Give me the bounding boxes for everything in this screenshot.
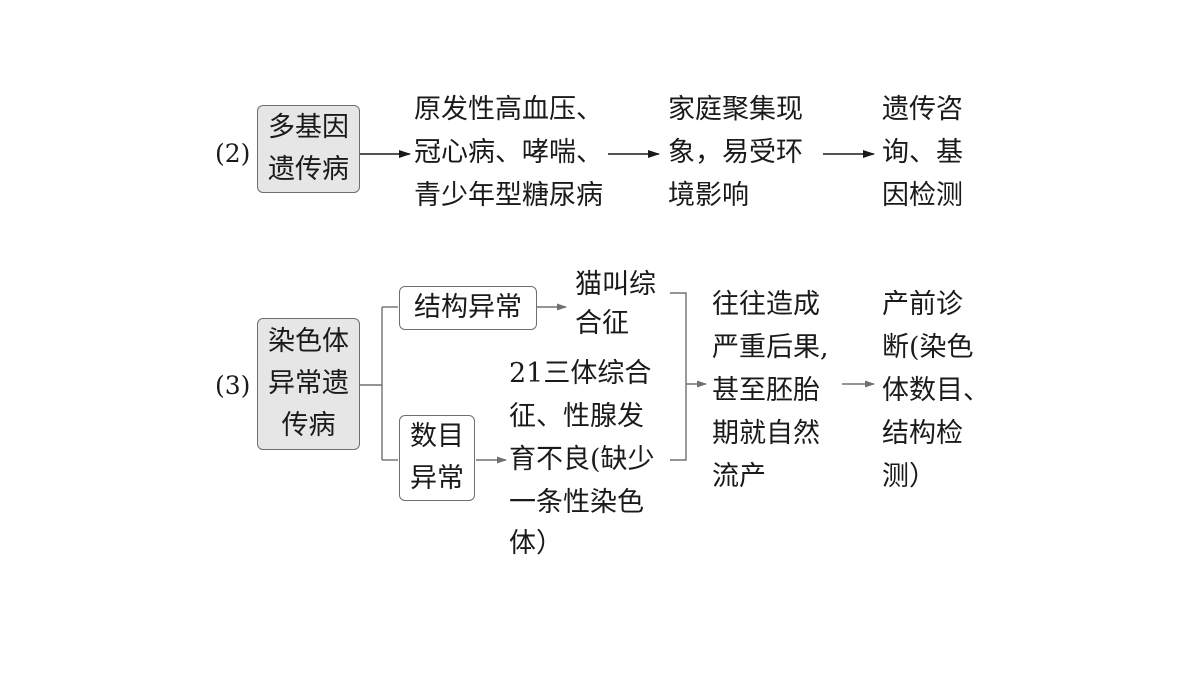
section-3-category-line1: 染色体 [268,326,349,357]
section-2-prevention-line1: 遗传咨 [882,94,963,125]
section-3-consequence-line4: 期就自然 [712,418,820,449]
section-3-consequence-line3: 甚至胚胎 [712,375,820,406]
structural-abnormality-label: 结构异常 [414,292,522,323]
section-3-prevention-line4: 结构检 [882,418,963,449]
section-3-consequence-line2: 严重后果, [712,332,829,363]
section-2-category-line2: 遗传病 [268,154,349,185]
section-3-category-box: 染色体 异常遗 传病 [257,318,360,450]
numerical-example-line3: 育不良(缺少 [509,444,655,475]
section-3-number: (3) [215,371,251,400]
structural-example-line1: 猫叫综 [575,269,656,300]
numerical-example-line1: 21三体综合 [509,358,652,389]
section-2-prevention-line3: 因检测 [882,180,963,211]
section-2-examples-line2: 冠心病、哮喘、 [414,137,603,168]
section-2-category-box: 多基因 遗传病 [257,105,360,193]
numerical-abnormality-line1: 数目 [410,421,464,452]
section-2-prevention-line2: 询、基 [882,137,963,168]
section-3-category-line3: 传病 [281,410,336,441]
section-2-examples-line1: 原发性高血压、 [414,94,603,125]
section-3-prevention-line5: 测） [882,461,936,492]
section-2-features-line1: 家庭聚集现 [668,94,803,125]
section-2-category-line1: 多基因 [268,112,349,143]
numerical-abnormality-box: 数目 异常 [399,415,475,501]
section-3-prevention-line3: 体数目、 [882,375,990,406]
numerical-example-line4: 一条性染色 [509,487,644,518]
section-2-features-line3: 境影响 [668,180,749,211]
section-3-category-line2: 异常遗 [268,368,349,399]
numerical-abnormality-line2: 异常 [410,463,464,494]
section-3-prevention-line2: 断(染色 [882,332,974,363]
numerical-example-line2: 征、性腺发 [509,401,644,432]
merge-bracket [670,292,687,461]
section-2-number: (2) [215,139,251,168]
section-3-prevention-line1: 产前诊 [882,289,963,320]
section-3-consequence-line5: 流产 [712,461,766,492]
structural-example-line2: 合征 [575,308,629,339]
structural-abnormality-box: 结构异常 [399,286,537,330]
numerical-example-line5: 体） [509,528,563,559]
section-2-features-line2: 象，易受环 [668,137,803,168]
section-3-consequence-line1: 往往造成 [712,289,820,320]
section-2-examples-line3: 青少年型糖尿病 [414,180,603,211]
